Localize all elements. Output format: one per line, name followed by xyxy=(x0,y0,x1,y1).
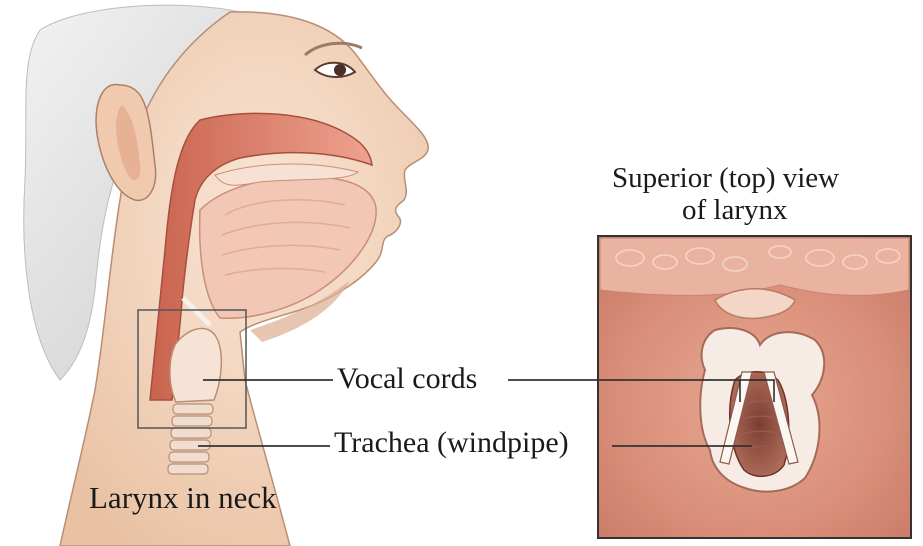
iris xyxy=(334,64,346,76)
tongue xyxy=(200,177,377,319)
head-figure xyxy=(24,5,428,546)
inset-title-line1: Superior (top) view xyxy=(612,162,839,195)
larynx-inset xyxy=(598,236,911,538)
vocal-cords-label: Vocal cords xyxy=(337,362,477,396)
inset-title-line2: of larynx xyxy=(682,194,788,227)
larynx-in-neck-caption: Larynx in neck xyxy=(89,480,277,516)
trachea-label: Trachea (windpipe) xyxy=(334,426,569,460)
